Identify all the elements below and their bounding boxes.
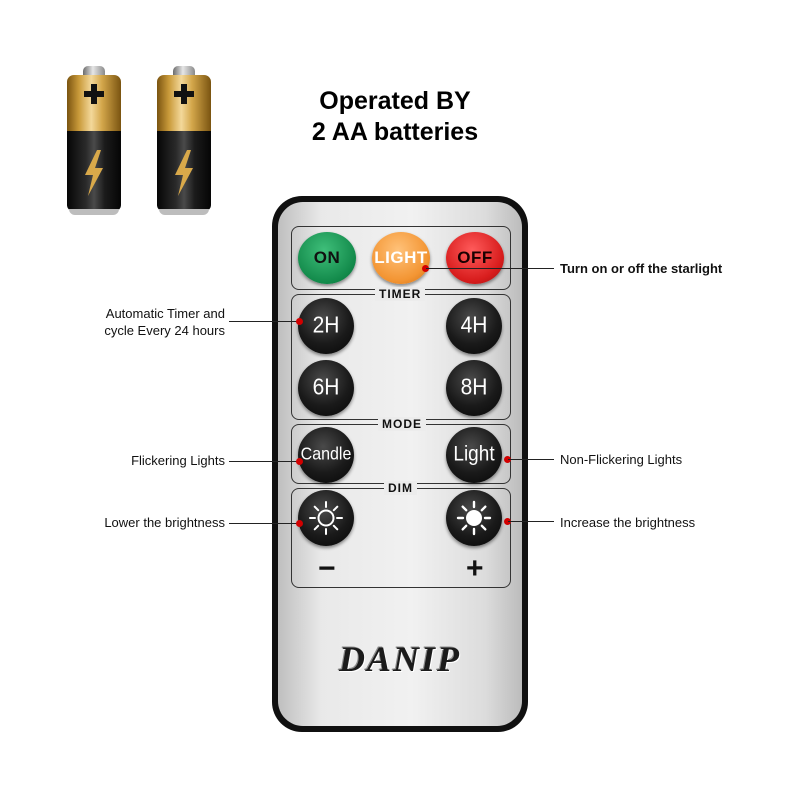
timer-8h-button[interactable]: 8H [446, 360, 502, 416]
mode-label: MODE [378, 417, 426, 431]
callout-non-flickering: Non-Flickering Lights [560, 452, 683, 467]
light-mode-button[interactable]: Light [446, 427, 502, 483]
sun-outline-icon [309, 501, 343, 535]
off-button-label: OFF [457, 248, 493, 267]
callout-dot-starlight [422, 265, 429, 272]
off-button[interactable]: OFF [446, 232, 504, 284]
on-button[interactable]: ON [298, 232, 356, 284]
minus-sign: − [318, 552, 336, 585]
sun-filled-icon [456, 500, 492, 536]
timer-label: TIMER [375, 287, 426, 301]
light-mode-label: Light [453, 442, 495, 466]
plus-icon [84, 84, 104, 104]
timer-6h-label: 6H [312, 374, 340, 401]
timer-4h-label: 4H [460, 312, 488, 339]
callout-line-lower [229, 523, 300, 524]
callout-line-increase [508, 521, 554, 522]
callout-dot-timer [296, 318, 303, 325]
callout-dot-flickering [296, 458, 303, 465]
timer-2h-label: 2H [312, 312, 340, 339]
plus-sign: + [466, 552, 484, 585]
battery-base [69, 209, 119, 215]
battery-base [159, 209, 209, 215]
callout-line-starlight [426, 268, 554, 269]
timer-2h-button[interactable]: 2H [298, 298, 354, 354]
callout-flickering: Flickering Lights [131, 453, 225, 468]
lightning-icon [175, 150, 193, 196]
headline-line-2: 2 AA batteries [311, 118, 479, 146]
timer-6h-button[interactable]: 6H [298, 360, 354, 416]
headline-line-1: Operated BY [319, 87, 471, 115]
callout-timer-line-1: Automatic Timer and [105, 306, 225, 321]
timer-8h-label: 8H [460, 374, 488, 401]
light-button-label: LIGHT [374, 248, 428, 267]
battery-headline: Operated BY 2 AA batteries [250, 86, 540, 148]
callout-timer-line-2: cycle Every 24 hours [104, 323, 225, 338]
dim-down-button[interactable] [298, 490, 354, 546]
aa-battery-left [67, 66, 121, 216]
callout-line-flickering [229, 461, 300, 462]
callout-dot-lower [296, 520, 303, 527]
light-button[interactable]: LIGHT [372, 232, 430, 284]
callout-dot-non-flickering [504, 456, 511, 463]
remote-control: ON LIGHT OFF TIMER 2H 4H 6H 8H MODE Cand… [272, 196, 528, 732]
lightning-icon [85, 150, 103, 196]
candle-mode-label: Candle [300, 445, 352, 464]
callout-lower-brightness: Lower the brightness [104, 515, 225, 530]
timer-4h-button[interactable]: 4H [446, 298, 502, 354]
remote-face: ON LIGHT OFF TIMER 2H 4H 6H 8H MODE Cand… [278, 202, 522, 726]
callout-dot-increase [504, 518, 511, 525]
plus-icon [174, 84, 194, 104]
callout-line-timer [229, 321, 300, 322]
dim-label: DIM [384, 481, 417, 495]
brand-logo: DANIP [338, 639, 461, 679]
callout-increase-brightness: Increase the brightness [560, 515, 696, 530]
dim-up-button[interactable] [446, 490, 502, 546]
candle-mode-button[interactable]: Candle [298, 427, 354, 483]
callout-starlight: Turn on or off the starlight [560, 261, 723, 276]
callout-timer: Automatic Timer and cycle Every 24 hours [60, 305, 225, 339]
aa-battery-right [157, 66, 211, 216]
callout-line-non-flickering [508, 459, 554, 460]
on-button-label: ON [313, 248, 341, 267]
